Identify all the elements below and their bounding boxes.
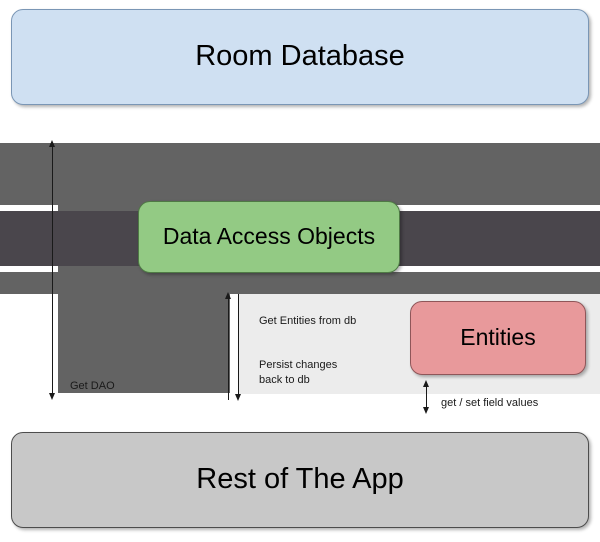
node-entities-label: Entities xyxy=(460,324,536,351)
edge-persist-changes-label-line1: Persist changes xyxy=(259,359,338,371)
edge-get-dao-arrow-down xyxy=(49,393,55,400)
node-rest-of-app-label: Rest of The App xyxy=(196,463,404,496)
edge-persist-changes-label-line2: back to db xyxy=(259,374,310,386)
node-room-database-label: Room Database xyxy=(195,40,405,73)
node-data-access-objects[interactable]: Data Access Objects xyxy=(138,201,400,273)
edge-persist-changes-arrow-down xyxy=(235,394,241,401)
edge-get-set-field-values-arrow-up xyxy=(423,380,429,387)
edge-get-dao-line xyxy=(52,144,53,397)
edge-get-set-field-values-arrow-down xyxy=(423,407,429,414)
node-rest-of-app[interactable]: Rest of The App xyxy=(11,432,589,528)
edge-get-entities-label: Get Entities from db xyxy=(259,315,357,327)
node-data-access-objects-label: Data Access Objects xyxy=(162,223,376,250)
edge-get-set-field-values-label: get / set field values xyxy=(441,397,539,409)
edge-get-entities-line xyxy=(228,297,229,400)
edge-get-dao-arrow-up xyxy=(49,140,55,147)
node-entities[interactable]: Entities xyxy=(410,301,586,375)
edge-get-set-field-values-line xyxy=(426,385,427,411)
edge-get-entities-arrow-up xyxy=(225,292,231,299)
edge-get-dao-label: Get DAO xyxy=(70,380,115,392)
node-room-database[interactable]: Room Database xyxy=(11,9,589,105)
edge-persist-changes-line xyxy=(238,294,239,396)
